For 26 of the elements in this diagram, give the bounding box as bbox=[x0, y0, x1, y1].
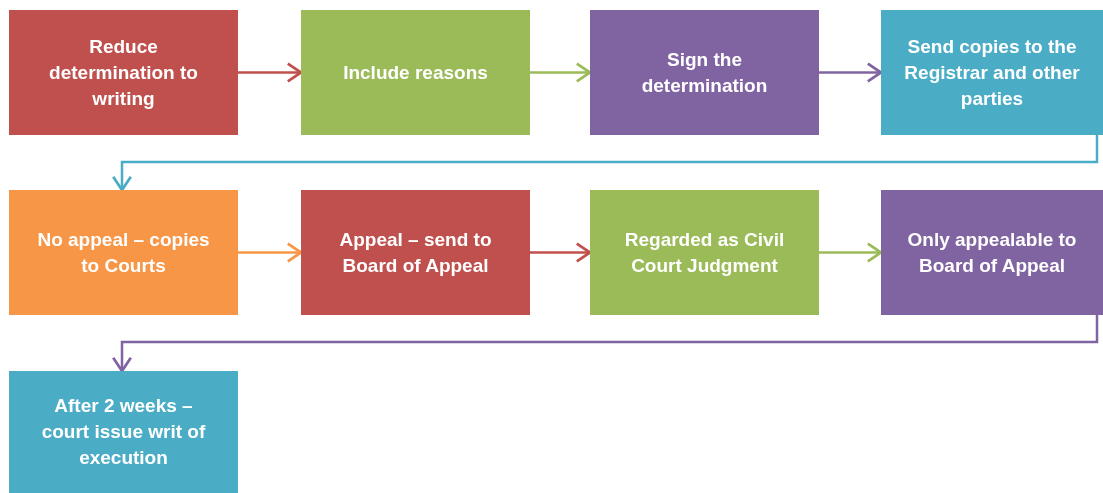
process-box bbox=[590, 10, 819, 135]
arrow bbox=[530, 62, 592, 83]
box-label: Appeal – send to Board of Appeal bbox=[338, 227, 493, 278]
process-box bbox=[590, 190, 819, 315]
arrow bbox=[238, 242, 303, 263]
arrow bbox=[111, 315, 1099, 373]
box-label: Include reasons bbox=[343, 60, 488, 85]
arrow bbox=[819, 242, 883, 263]
process-box bbox=[9, 371, 238, 493]
process-box bbox=[9, 10, 238, 135]
box-label: Only appealable to Board of Appeal bbox=[906, 227, 1078, 278]
process-box bbox=[881, 10, 1103, 135]
arrow bbox=[111, 135, 1099, 192]
box-label: Sign the determination bbox=[640, 47, 769, 98]
box-label: Regarded as Civil Court Judgment bbox=[623, 227, 786, 278]
arrow bbox=[530, 242, 592, 263]
process-box bbox=[881, 190, 1103, 315]
process-box bbox=[9, 190, 238, 315]
process-box bbox=[301, 190, 530, 315]
box-label: Reduce determination to writing bbox=[48, 34, 199, 111]
process-box bbox=[301, 10, 530, 135]
arrow bbox=[238, 62, 303, 83]
box-label: Send copies to the Registrar and other parties bbox=[903, 34, 1081, 111]
box-label: No appeal – copies to Courts bbox=[36, 227, 211, 278]
box-label: After 2 weeks – court issue writ of execution bbox=[40, 394, 207, 470]
arrow bbox=[819, 62, 883, 83]
